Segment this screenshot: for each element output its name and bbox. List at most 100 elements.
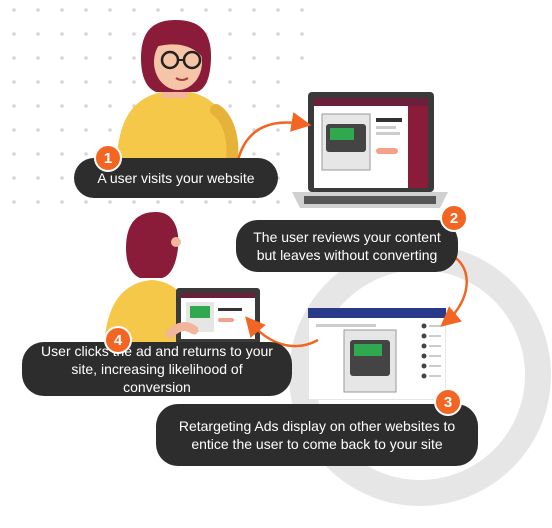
step-2-badge: 2 [440,204,468,232]
grid-dot [252,32,256,36]
grid-dot [108,32,112,36]
grid-dot [60,80,64,84]
grid-dot [60,8,64,12]
grid-dot [228,56,232,60]
grid-dot [252,200,256,204]
grid-dot [252,152,256,156]
grid-dot [228,80,232,84]
grid-dot [84,56,88,60]
grid-dot [108,128,112,132]
grid-dot [84,128,88,132]
step-4-text-line2: site, increasing likelihood of conversio… [71,361,243,395]
grid-dot [300,8,304,12]
step-2-text-line2: but leaves without converting [256,247,438,263]
grid-dot [252,56,256,60]
grid-dot [204,8,208,12]
step-3-text-line1: Retargeting Ads display on other website… [178,418,456,434]
grid-dot [36,80,40,84]
grid-dot [36,152,40,156]
grid-dot [84,152,88,156]
grid-dot [276,56,280,60]
grid-dot [84,8,88,12]
step-3-number: 3 [443,393,453,411]
grid-dot [60,104,64,108]
grid-dot [60,32,64,36]
grid-dot [12,200,16,204]
step-2-number: 2 [449,209,459,227]
grid-dot [132,80,136,84]
grid-dot [84,32,88,36]
grid-dot [36,32,40,36]
grid-dot [180,8,184,12]
grid-dot [108,104,112,108]
grid-dot [108,200,112,204]
grid-dot [180,200,184,204]
grid-dot [132,8,136,12]
grid-dot [36,128,40,132]
grid-dot [204,200,208,204]
grid-dot [36,176,40,180]
woman-with-glasses-illustration [116,20,239,168]
grid-dot [276,104,280,108]
curved-arrow-icon [236,112,312,161]
grid-dot [156,8,160,12]
grid-dot [276,128,280,132]
grid-dot [60,176,64,180]
grid-dot [60,200,64,204]
step-2-text-line1: The user reviews your content [253,229,441,245]
grid-dot [276,200,280,204]
step-1-text: A user visits your website [97,170,255,186]
grid-dot [252,80,256,84]
grid-dot [300,56,304,60]
grid-dot [108,56,112,60]
step-4-number: 4 [113,331,123,349]
grid-dot [12,8,16,12]
grid-dot [84,80,88,84]
grid-dot [132,56,136,60]
curved-arrow-icon [245,316,319,348]
step-3-label: Retargeting Ads display on other website… [156,404,478,466]
grid-dot [36,8,40,12]
grid-dot [12,176,16,180]
step-2-label: The user reviews your content but leaves… [236,220,458,272]
grid-dot [156,200,160,204]
grid-dot [276,80,280,84]
browser-window-illustration [308,308,446,400]
grid-dot [228,32,232,36]
grid-dot [132,200,136,204]
grid-dot [12,152,16,156]
grid-dot [60,128,64,132]
grid-dot [12,104,16,108]
grid-dot [276,32,280,36]
grid-dot [300,32,304,36]
grid-dot [252,104,256,108]
grid-dot [36,200,40,204]
grid-dot [36,56,40,60]
grid-dot [228,104,232,108]
woman-with-laptop-illustration [104,212,260,348]
step-4-badge: 4 [104,326,132,354]
grid-dot [84,104,88,108]
grid-dot [228,200,232,204]
grid-dot [84,200,88,204]
grid-dot [60,56,64,60]
grid-dot [60,152,64,156]
step-4-label: User clicks the ad and returns to your s… [22,342,292,396]
grid-dot [132,32,136,36]
grid-dot [276,8,280,12]
grid-dot [228,8,232,12]
grid-dot [12,32,16,36]
step-4-text-line1: User clicks the ad and returns to your [41,343,273,359]
grid-dot [108,8,112,12]
step-1-number: 1 [103,149,113,167]
grid-dot [276,152,280,156]
grid-dot [12,128,16,132]
step-3-text-line2: entice the user to come back to your sit… [191,436,443,452]
step-3-badge: 3 [434,388,462,416]
grid-dot [252,8,256,12]
grid-dot [108,80,112,84]
grid-dot [36,104,40,108]
laptop-illustration [292,92,448,208]
grid-dot [12,56,16,60]
step-1-badge: 1 [94,144,122,172]
